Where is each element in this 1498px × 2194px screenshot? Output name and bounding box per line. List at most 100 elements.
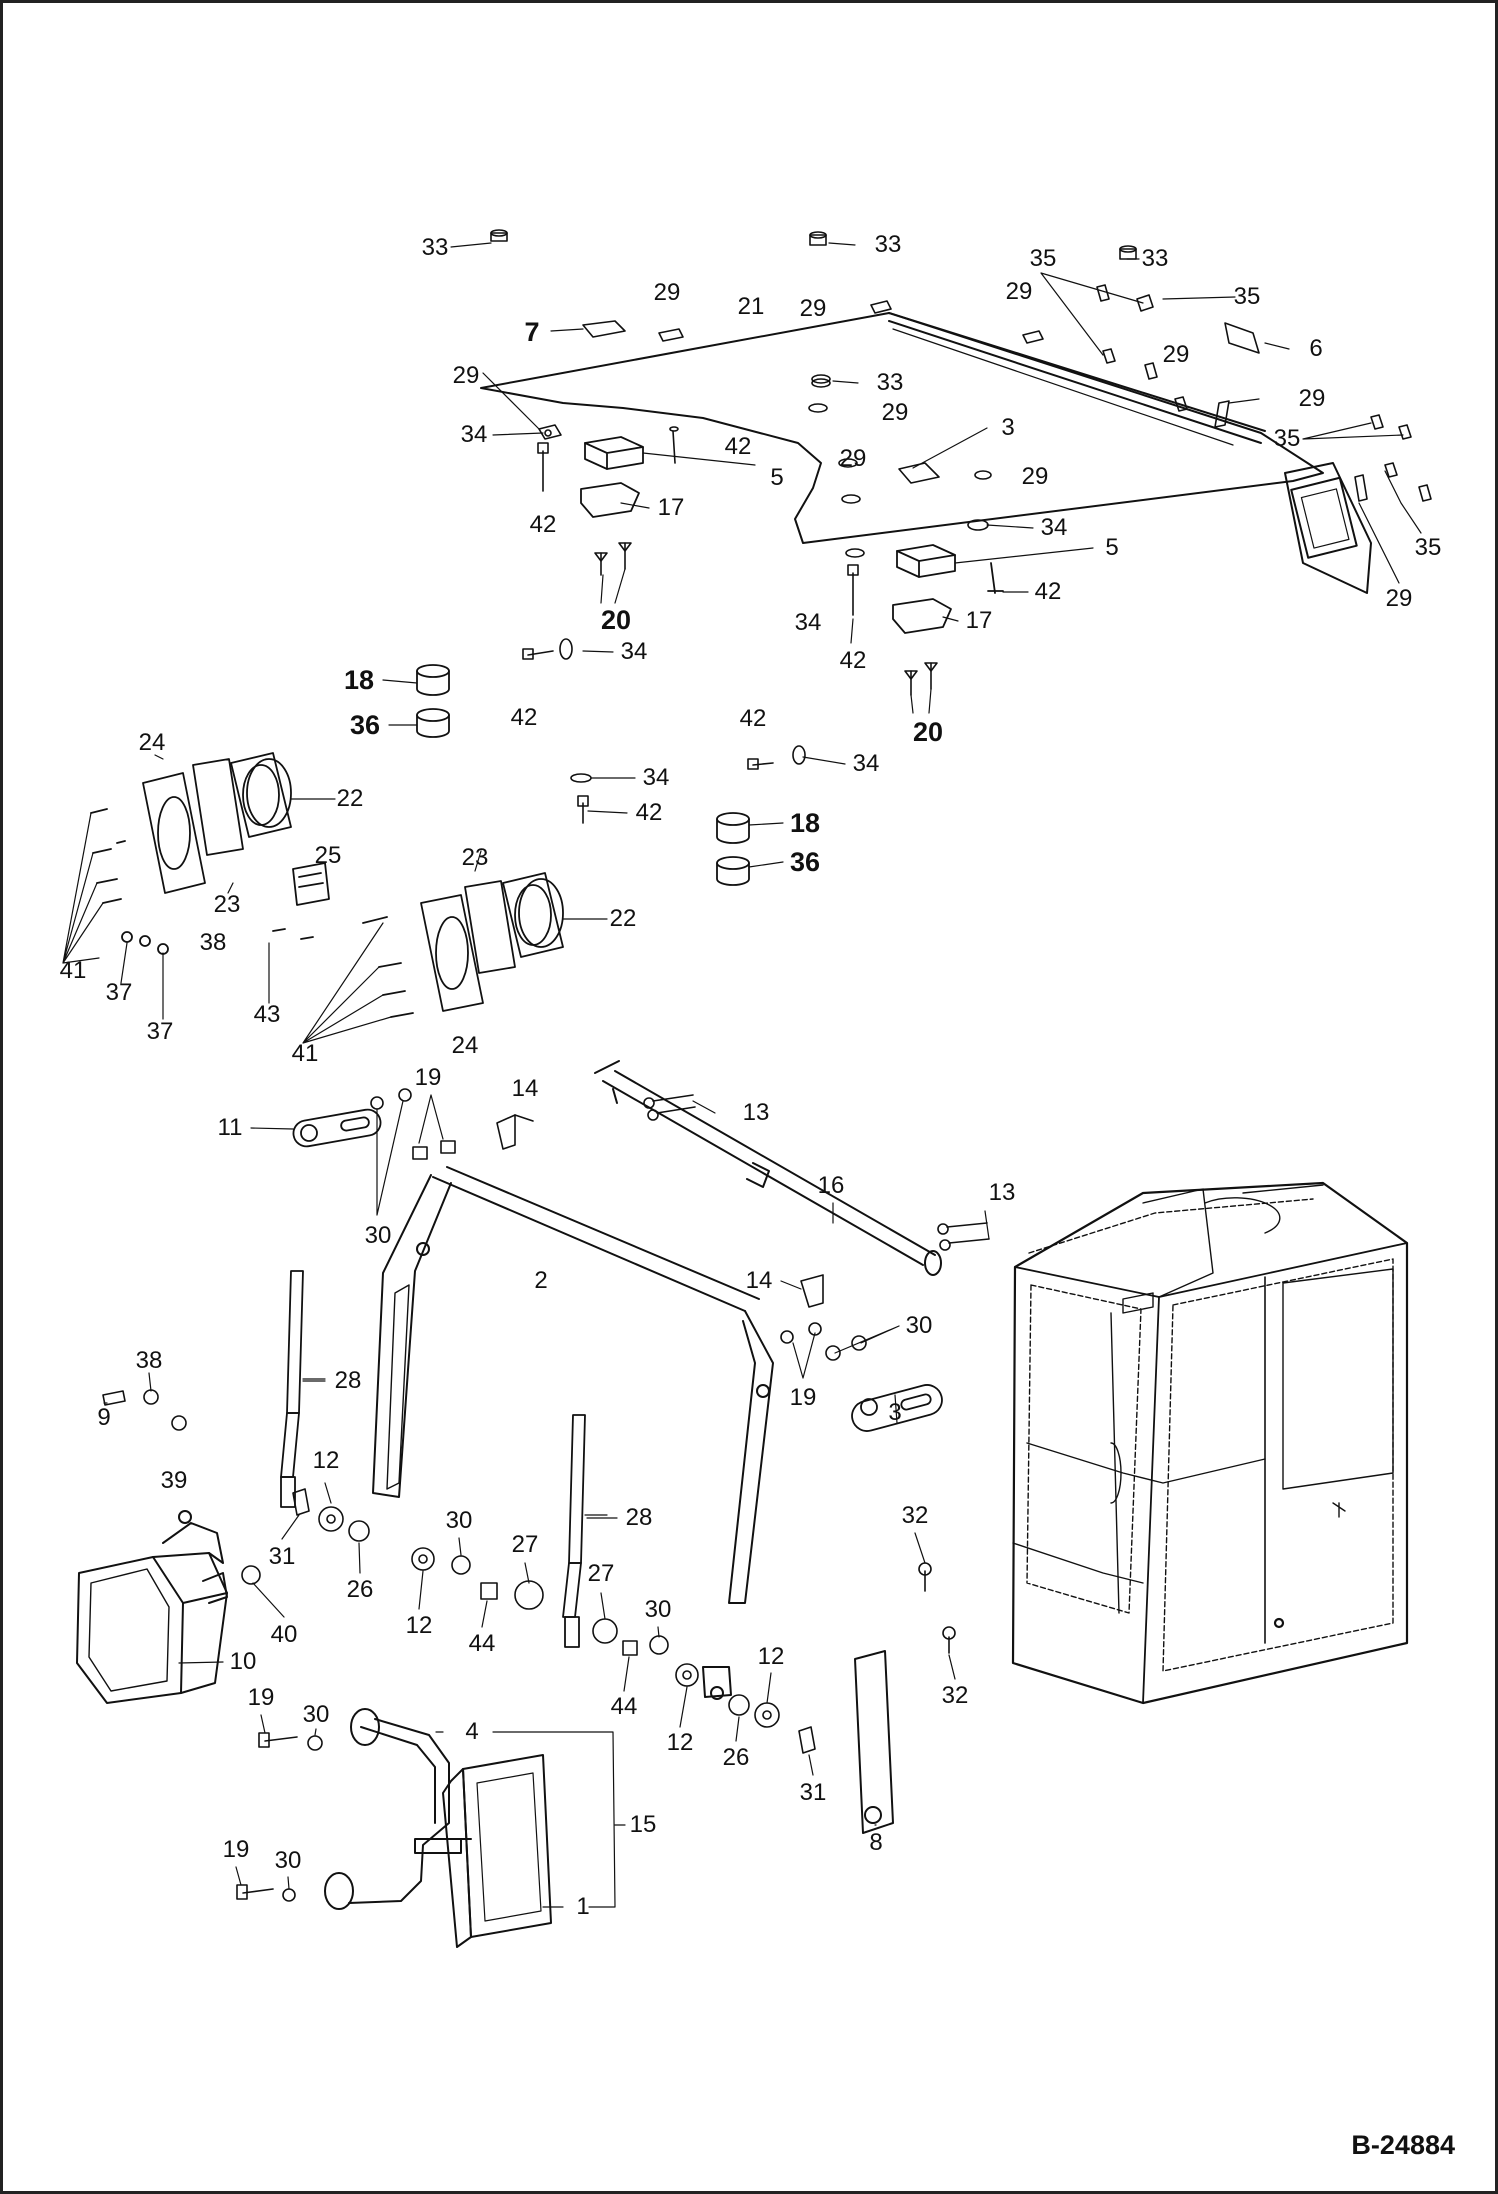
callout-36b: 36 bbox=[789, 847, 821, 877]
callout-20b: 20 bbox=[912, 717, 944, 747]
callout-22a: 22 bbox=[336, 785, 364, 812]
callout-26a: 26 bbox=[346, 1576, 374, 1603]
callout-10: 10 bbox=[229, 1648, 257, 1675]
document-id: B-24884 bbox=[1351, 2130, 1455, 2160]
callout-33d: 33 bbox=[876, 369, 904, 396]
callout-42a: 42 bbox=[724, 433, 752, 460]
callout-29a: 29 bbox=[653, 279, 681, 306]
sunshade-tube bbox=[594, 1060, 942, 1276]
callout-44b: 44 bbox=[610, 1693, 638, 1720]
callout-42c: 42 bbox=[1034, 578, 1062, 605]
callout-30c: 30 bbox=[445, 1507, 473, 1534]
callout-2: 2 bbox=[534, 1267, 548, 1294]
callout-24b: 24 bbox=[451, 1032, 479, 1059]
callout-33c: 33 bbox=[1141, 245, 1169, 272]
callout-4: 4 bbox=[465, 1718, 479, 1745]
callout-19d: 19 bbox=[222, 1836, 250, 1863]
callout-37b: 37 bbox=[146, 1018, 174, 1045]
callout-40: 40 bbox=[270, 1621, 298, 1648]
callout-3a: 3 bbox=[1001, 414, 1015, 441]
callout-29g: 29 bbox=[1298, 385, 1326, 412]
roof-hardware bbox=[490, 229, 1432, 558]
callout-28b: 28 bbox=[625, 1504, 653, 1531]
callout-29i: 29 bbox=[1021, 463, 1049, 490]
callout-7: 7 bbox=[524, 317, 540, 347]
callout-36a: 36 bbox=[349, 710, 381, 740]
callout-12a: 12 bbox=[312, 1447, 340, 1474]
operator-cab bbox=[1011, 1181, 1409, 1705]
callout-5b: 5 bbox=[1105, 534, 1119, 561]
leader-lines bbox=[62, 754, 608, 1044]
callout-3b: 3 bbox=[888, 1399, 902, 1426]
bolts-upper bbox=[522, 442, 938, 824]
callout-32b: 32 bbox=[941, 1682, 969, 1709]
callout-30f: 30 bbox=[274, 1847, 302, 1874]
callout-34b: 34 bbox=[1040, 514, 1068, 541]
callout-31a: 31 bbox=[268, 1543, 296, 1570]
speaker-assemblies bbox=[90, 752, 564, 1018]
callout-19a: 19 bbox=[414, 1064, 442, 1091]
rubber-mounts bbox=[416, 664, 750, 886]
callout-43: 43 bbox=[253, 1001, 281, 1028]
callout-38b: 38 bbox=[135, 1347, 163, 1374]
callout-19b: 19 bbox=[789, 1384, 817, 1411]
mirror-assembly bbox=[324, 1708, 552, 1948]
callout-1: 1 bbox=[576, 1893, 590, 1920]
callout-27a: 27 bbox=[511, 1531, 539, 1558]
callout-35b: 35 bbox=[1233, 283, 1261, 310]
callout-34e: 34 bbox=[852, 750, 880, 777]
callout-23a: 23 bbox=[461, 844, 489, 871]
callout-13a: 13 bbox=[742, 1099, 770, 1126]
callout-27b: 27 bbox=[587, 1560, 615, 1587]
callout-14b: 14 bbox=[745, 1267, 773, 1294]
callout-31b: 31 bbox=[799, 1779, 827, 1806]
callout-30b: 30 bbox=[905, 1312, 933, 1339]
callout-38a: 38 bbox=[199, 929, 227, 956]
callout-20a: 20 bbox=[600, 605, 632, 635]
callout-25: 25 bbox=[314, 842, 342, 869]
callout-42d: 42 bbox=[839, 647, 867, 674]
callout-12d: 12 bbox=[666, 1729, 694, 1756]
callout-11: 11 bbox=[217, 1114, 243, 1141]
callout-34c: 34 bbox=[794, 609, 822, 636]
callout-29h: 29 bbox=[839, 445, 867, 472]
callout-29b: 29 bbox=[799, 295, 827, 322]
callout-29c: 29 bbox=[1005, 278, 1033, 305]
roof-panel bbox=[480, 312, 1372, 594]
callout-34f: 34 bbox=[642, 764, 670, 791]
bolts-lower-left bbox=[236, 1732, 323, 1902]
callout-15: 15 bbox=[629, 1811, 657, 1838]
callout-42e: 42 bbox=[510, 704, 538, 731]
callout-37a: 37 bbox=[105, 979, 133, 1006]
callout-29f: 29 bbox=[881, 399, 909, 426]
work-light bbox=[76, 1510, 228, 1704]
callout-12b: 12 bbox=[405, 1612, 433, 1639]
callout-26b: 26 bbox=[722, 1744, 750, 1771]
callout-29e: 29 bbox=[1162, 341, 1190, 368]
bolts-middle bbox=[102, 1088, 990, 1654]
callout-35c: 35 bbox=[1273, 425, 1301, 452]
callout-35a: 35 bbox=[1029, 245, 1057, 272]
callout-34d: 34 bbox=[620, 638, 648, 665]
callout-21: 21 bbox=[737, 293, 765, 320]
callout-30d: 30 bbox=[644, 1596, 672, 1623]
callout-24a: 24 bbox=[138, 729, 166, 756]
callout-30e: 30 bbox=[302, 1701, 330, 1728]
exploded-parts-drawing bbox=[62, 229, 1432, 1948]
callout-19c: 19 bbox=[247, 1684, 275, 1711]
callout-42b: 42 bbox=[529, 511, 557, 538]
callout-29d: 29 bbox=[452, 362, 480, 389]
callout-23b: 23 bbox=[213, 891, 241, 918]
callout-9: 9 bbox=[97, 1404, 111, 1431]
callout-28a: 28 bbox=[334, 1367, 362, 1394]
callout-33a: 33 bbox=[421, 234, 449, 261]
callout-42f: 42 bbox=[739, 705, 767, 732]
washers-nuts bbox=[241, 1488, 816, 1754]
callout-14a: 14 bbox=[511, 1075, 539, 1102]
callout-5a: 5 bbox=[770, 464, 784, 491]
callout-17b: 17 bbox=[965, 607, 993, 634]
callout-22b: 22 bbox=[609, 905, 637, 932]
callout-34a: 34 bbox=[460, 421, 488, 448]
callout-42g: 42 bbox=[635, 799, 663, 826]
